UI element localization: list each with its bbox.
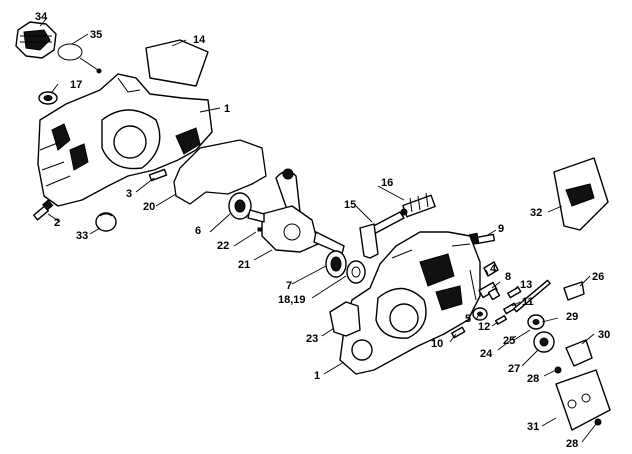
callout-31: 31 <box>527 421 539 433</box>
part-24-rod <box>513 279 551 313</box>
part-1-crankcase-lower <box>339 231 481 375</box>
callout-labels: 34 35 14 17 1 3 20 2 33 16 15 6 22 21 9 … <box>35 11 610 450</box>
callout-1-upper: 1 <box>224 103 230 115</box>
callout-25: 25 <box>503 335 515 347</box>
callout-8: 8 <box>505 271 511 283</box>
callout-1-lower: 1 <box>314 370 320 382</box>
callout-12: 12 <box>478 321 490 333</box>
callout-28-upper: 28 <box>527 373 539 385</box>
part-26-clip <box>563 281 585 301</box>
callout-34: 34 <box>35 11 48 23</box>
callout-9: 9 <box>498 223 504 235</box>
part-20-gasket <box>173 139 267 205</box>
callout-33: 33 <box>76 230 88 242</box>
part-5-bushing <box>472 307 488 321</box>
part-11-pin <box>503 302 518 315</box>
callout-16: 16 <box>381 177 393 189</box>
callout-10: 10 <box>431 338 443 350</box>
leader-lines <box>39 17 597 443</box>
part-6-bearing <box>228 192 252 220</box>
callout-5: 5 <box>465 313 471 325</box>
callout-30: 30 <box>598 329 610 341</box>
part-29-adjuster <box>527 314 545 330</box>
callout-13: 13 <box>520 279 532 291</box>
part-31-cover <box>555 369 611 431</box>
callout-18-19: 18,19 <box>278 294 306 306</box>
callout-22: 22 <box>217 240 229 252</box>
callout-14: 14 <box>193 34 206 46</box>
callout-26: 26 <box>592 271 604 283</box>
part-27-gear <box>533 331 555 353</box>
callout-11: 11 <box>522 296 534 308</box>
callout-23: 23 <box>306 333 318 345</box>
callout-7: 7 <box>286 280 292 292</box>
callout-17: 17 <box>70 79 82 91</box>
part-16-cylinder-insert <box>402 192 436 218</box>
callout-35: 35 <box>90 29 102 41</box>
part-32-cover <box>553 157 609 231</box>
part-2-screw <box>33 199 54 221</box>
part-28-screw-lower <box>594 418 602 426</box>
part-7-seal <box>325 250 347 278</box>
part-21-crankshaft <box>247 168 345 255</box>
callout-24: 24 <box>480 348 493 360</box>
part-23-bracket <box>329 301 361 337</box>
callout-20: 20 <box>143 201 155 213</box>
callout-4: 4 <box>490 263 497 275</box>
part-17-grommet <box>38 91 58 105</box>
part-18-19-ring <box>346 260 366 284</box>
part-14-plate <box>145 39 209 87</box>
part-13-pin <box>507 286 522 299</box>
callout-2: 2 <box>54 217 60 229</box>
part-35-ring <box>57 43 102 74</box>
callout-21: 21 <box>238 259 250 271</box>
callout-29: 29 <box>566 311 578 323</box>
callout-27: 27 <box>508 363 520 375</box>
callout-15: 15 <box>344 199 356 211</box>
callout-32: 32 <box>530 207 542 219</box>
part-1-crankcase-upper <box>37 73 213 207</box>
callout-6: 6 <box>195 225 201 237</box>
part-34-assembly <box>15 21 57 59</box>
callout-28-lower: 28 <box>566 438 578 450</box>
callout-3: 3 <box>126 188 132 200</box>
part-15-linkage <box>359 208 408 259</box>
part-33-cap <box>95 212 117 232</box>
part-30-plate <box>565 339 593 367</box>
